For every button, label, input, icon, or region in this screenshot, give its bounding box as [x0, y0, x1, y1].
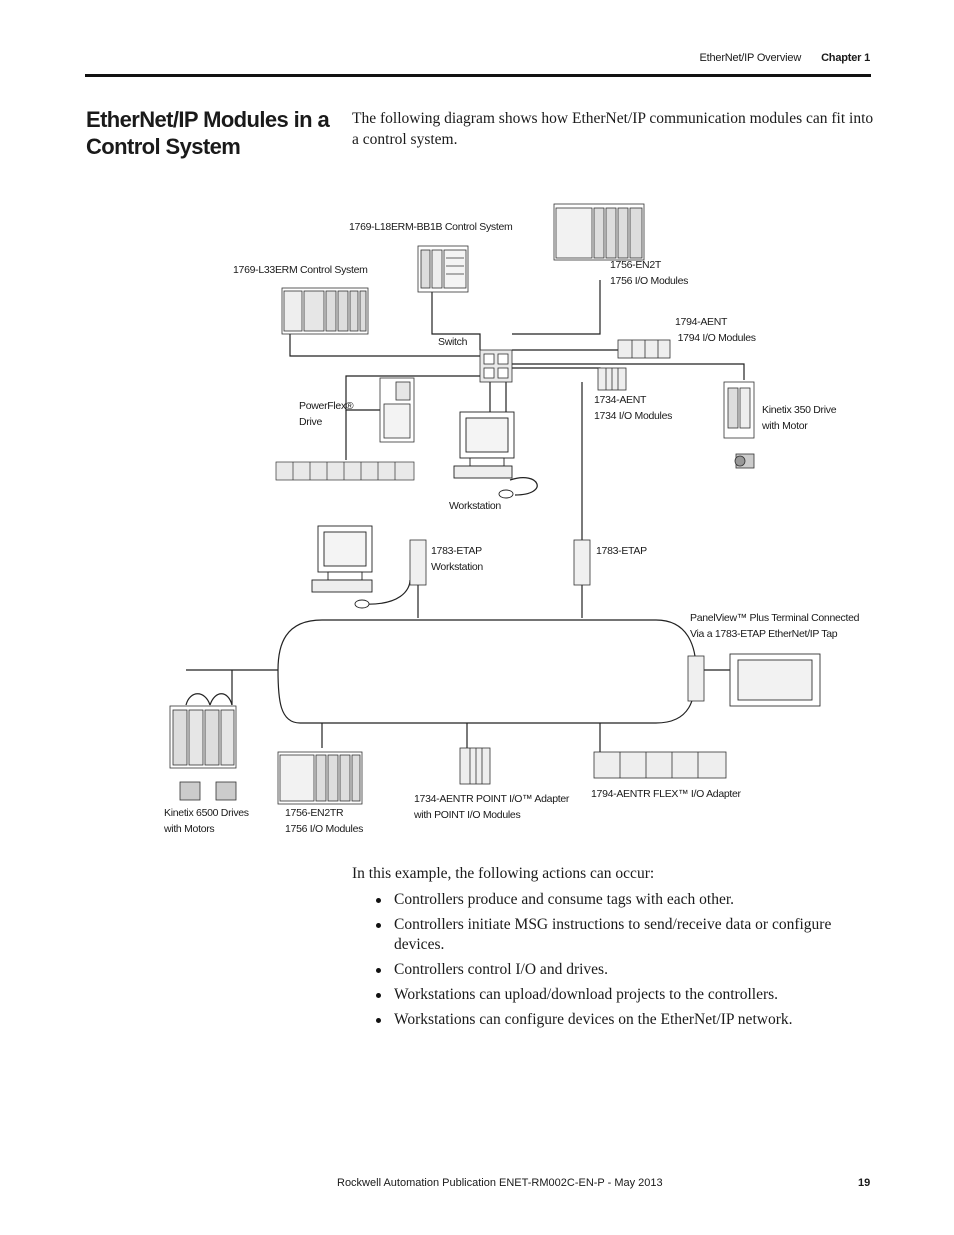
list-item: Workstations can configure devices on th… — [374, 1010, 864, 1030]
label-kinetix-350: Kinetix 350 Drive with Motor — [762, 404, 837, 432]
label-1794-aent: 1794-AENT 1794 I/O Modules — [675, 316, 756, 344]
label-workstation: Workstation — [449, 500, 501, 512]
label-1794-aentr: 1794-AENTR FLEX™ I/O Adapter — [591, 788, 741, 800]
label-en2t: 1756-EN2T 1756 I/O Modules — [610, 259, 689, 287]
section-title: EtherNet/IP Modules in a Control System — [86, 107, 330, 159]
label-en2tr: 1756-EN2TR 1756 I/O Modules — [285, 807, 364, 835]
header-rule — [85, 74, 871, 77]
label-kinetix-6500: Kinetix 6500 Drives with Motors — [164, 807, 249, 835]
label-powerflex: PowerFlex® Drive — [299, 400, 354, 428]
list-item: Controllers produce and consume tags wit… — [374, 890, 864, 910]
label-etap: 1783-ETAP — [596, 545, 647, 557]
label-switch: Switch — [438, 336, 468, 348]
list-item: Controllers control I/O and drives. — [374, 960, 864, 980]
label-etap-workstation: 1783-ETAP Workstation — [431, 545, 483, 573]
header-section: EtherNet/IP Overview — [699, 52, 802, 64]
label-panelview: PanelView™ Plus Terminal Connected Via a… — [690, 612, 860, 640]
list-item: Controllers initiate MSG instructions to… — [374, 915, 864, 955]
list-item: Workstations can upload/download project… — [374, 985, 864, 1005]
page-number: 19 — [858, 1177, 871, 1189]
header-chapter: Chapter 1 — [821, 52, 870, 64]
label-1734-aentr: 1734-AENTR POINT I/O™ Adapter with POINT… — [414, 793, 570, 821]
running-header: EtherNet/IP Overview Chapter 1 — [700, 52, 871, 64]
actions-list: Controllers produce and consume tags wit… — [374, 890, 864, 1035]
intro-paragraph: The following diagram shows how EtherNet… — [352, 110, 874, 148]
body-lead: In this example, the following actions c… — [352, 865, 655, 882]
label-l33erm: 1769-L33ERM Control System — [233, 264, 368, 276]
label-l18erm: 1769-L18ERM-BB1B Control System — [349, 221, 513, 233]
footer-publication: Rockwell Automation Publication ENET-RM0… — [337, 1177, 663, 1189]
label-1734-aent: 1734-AENT 1734 I/O Modules — [594, 394, 673, 422]
